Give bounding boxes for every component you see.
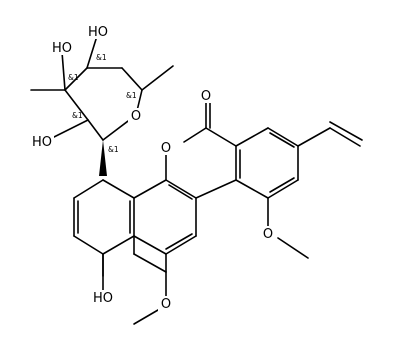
atom-oh-sugar: HO xyxy=(32,135,52,150)
atom-oh-left: HO xyxy=(52,41,72,56)
atom-o-ketone: O xyxy=(201,89,211,104)
stereo-labels: &1 &1 &1 &1 &1 xyxy=(68,53,137,154)
atom-oh-naph: HO xyxy=(93,291,113,306)
atom-o-lactone: O xyxy=(161,141,171,156)
stereo-label-2: &1 xyxy=(68,73,79,82)
atom-oh-top: HO xyxy=(88,25,108,40)
stereo-label-5: &1 xyxy=(108,145,119,154)
aromatic-core xyxy=(73,99,363,325)
stereo-label-4: &1 xyxy=(72,111,83,120)
atom-o-methoxy-bottom: O xyxy=(161,297,171,312)
atom-labels: O O O HO HO HO HO O O xyxy=(30,24,276,312)
stereo-label-3: &1 xyxy=(126,91,137,100)
atom-o-ring: O xyxy=(131,109,141,124)
stereo-label-1: &1 xyxy=(96,53,107,62)
glycosidic-wedge xyxy=(99,140,107,176)
atom-o-methoxy-right: O xyxy=(263,227,273,242)
